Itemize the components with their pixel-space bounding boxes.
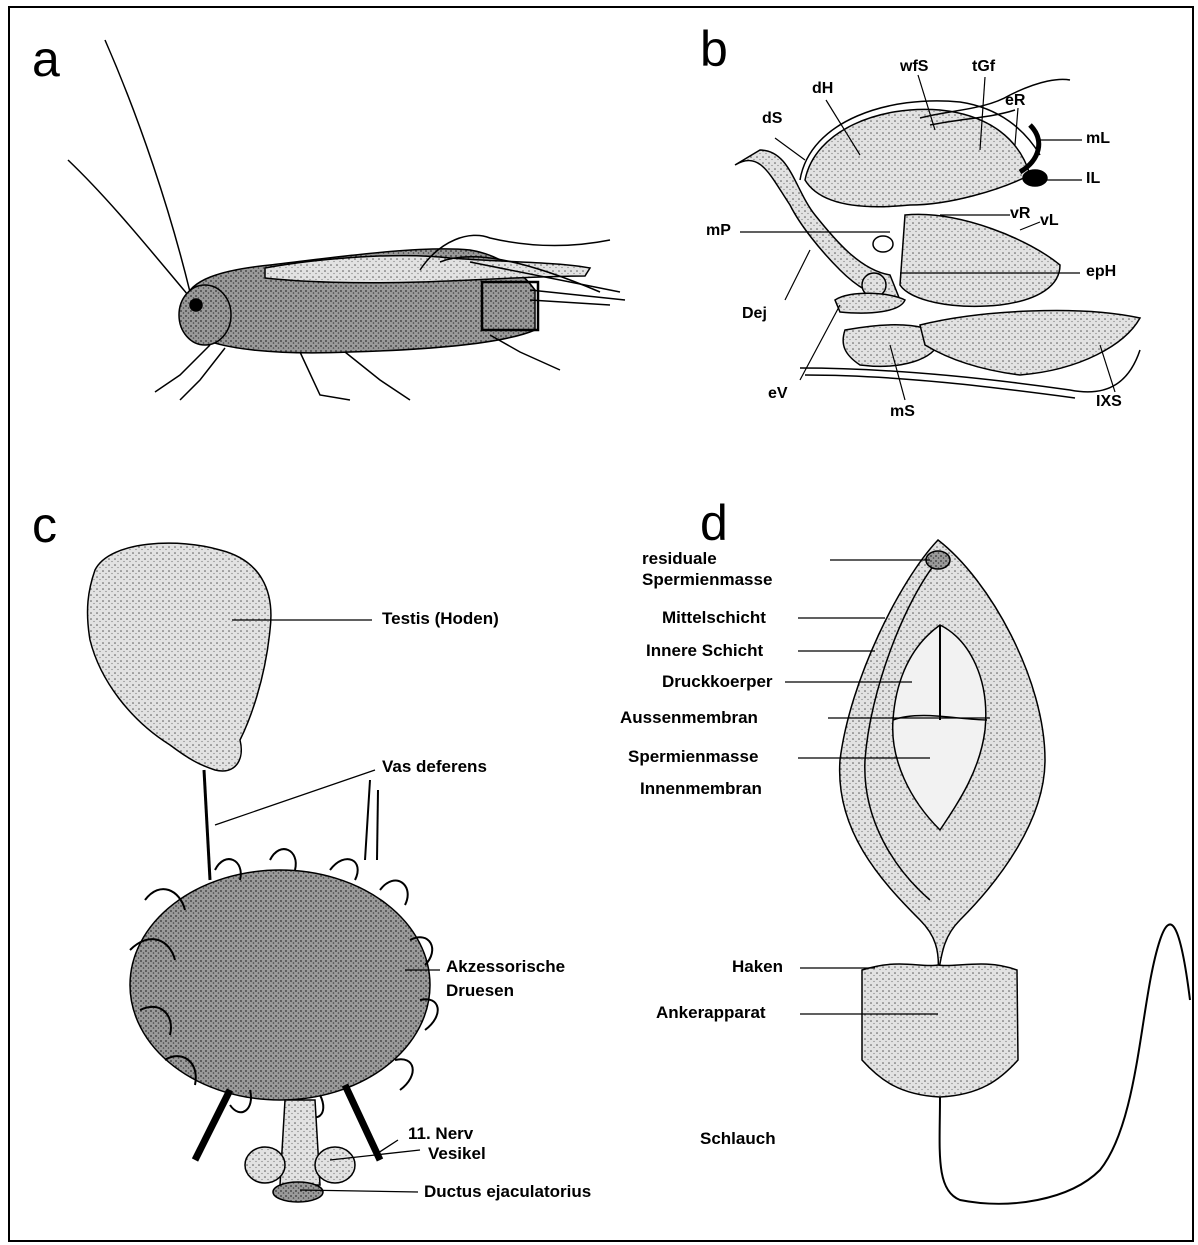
panel-letter-b: b <box>700 24 728 74</box>
label-aussenmembran: Aussenmembran <box>620 709 758 728</box>
label-druckkoerper: Druckkoerper <box>662 673 773 692</box>
reproductive-organs-c <box>88 543 438 1202</box>
label-vesikel: Vesikel <box>428 1145 486 1164</box>
label-testis: Testis (Hoden) <box>382 610 499 629</box>
label-eR: eR <box>1005 92 1025 110</box>
label-mittelschicht: Mittelschicht <box>662 609 766 628</box>
label-IXS: IXS <box>1096 393 1122 411</box>
label-residuale-spermienmasse: Spermienmasse <box>642 571 772 590</box>
label-schlauch: Schlauch <box>700 1130 776 1149</box>
label-mP: mP <box>706 222 731 240</box>
label-spermienmasse: Spermienmasse <box>628 748 758 767</box>
label-residuale: residuale <box>642 550 717 569</box>
panel-letter-a: a <box>32 34 60 84</box>
cricket-illustration <box>68 40 625 400</box>
label-lL: IL <box>1086 170 1100 188</box>
label-tGf: tGf <box>972 58 995 76</box>
label-vR: vR <box>1010 205 1030 223</box>
label-wfS: wfS <box>900 58 928 76</box>
label-vas-deferens: Vas deferens <box>382 758 487 777</box>
label-eV: eV <box>768 385 788 403</box>
label-mL: mL <box>1086 130 1110 148</box>
label-haken: Haken <box>732 958 783 977</box>
label-epH: epH <box>1086 263 1116 281</box>
label-innere-schicht: Innere Schicht <box>646 642 763 661</box>
label-ankerapparat: Ankerapparat <box>656 1004 766 1023</box>
label-innenmembran: Innenmembran <box>640 780 762 799</box>
label-Dej: Dej <box>742 305 767 323</box>
label-dS: dS <box>762 110 782 128</box>
genitalia-diagram <box>735 79 1140 398</box>
label-vL: vL <box>1040 212 1059 230</box>
label-ductus-ejaculatorius: Ductus ejaculatorius <box>424 1183 591 1202</box>
spermatophore-diagram <box>840 540 1190 1204</box>
label-mS: mS <box>890 403 915 421</box>
panel-letter-d: d <box>700 498 728 548</box>
label-nerv: 11. Nerv <box>408 1125 473 1144</box>
panel-letter-c: c <box>32 500 57 550</box>
label-druesen: Druesen <box>446 982 514 1001</box>
label-akzessorische: Akzessorische <box>446 958 565 977</box>
label-dH: dH <box>812 80 833 98</box>
